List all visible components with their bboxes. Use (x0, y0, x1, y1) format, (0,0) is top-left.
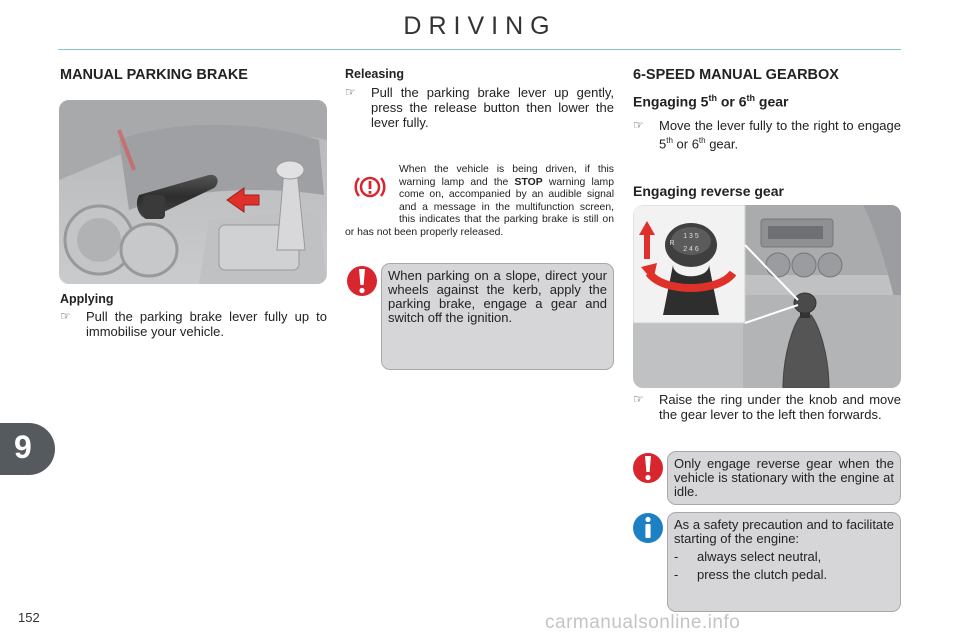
page-title: DRIVING (403, 12, 557, 40)
brake-warning-note: When the vehicle is being driven, if thi… (345, 164, 614, 238)
releasing-text: Pull the parking brake lever up gently, … (371, 85, 614, 130)
applying-text: Pull the parking brake lever fully up to… (86, 309, 327, 339)
parking-brake-photo (59, 100, 327, 284)
parking-brake-heading: MANUAL PARKING BRAKE (60, 67, 248, 83)
applying-heading: Applying (60, 292, 114, 306)
pointing-hand-icon: ☞ (633, 392, 644, 406)
chapter-number: 9 (14, 429, 32, 465)
reverse-instruction: ☞ Raise the ring under the knob and move… (633, 392, 901, 422)
knob-bottom-digits: 2 4 6 (683, 246, 699, 253)
pointing-hand-icon: ☞ (60, 309, 71, 323)
reverse-gear-heading: Engaging reverse gear (633, 183, 784, 199)
pointing-hand-icon: ☞ (345, 85, 356, 99)
exclamation-warning-icon (633, 453, 663, 483)
list-item: -press the clutch pedal. (674, 567, 828, 582)
exclamation-warning-icon (347, 266, 377, 296)
safety-list: -always select neutral, -press the clutc… (674, 550, 894, 582)
page-number: 152 (18, 610, 40, 625)
releasing-instruction: ☞ Pull the parking brake lever up gently… (345, 85, 614, 130)
gear-lever-photo: 1 3 5 2 4 6 R (633, 205, 901, 388)
watermark: carmanualsonline.info (545, 612, 741, 633)
engaging-5-6-instruction: ☞ Move the lever fully to the right to e… (633, 118, 901, 152)
info-icon (633, 513, 663, 543)
parking-brake-illustration (59, 100, 327, 284)
pointing-hand-icon: ☞ (633, 118, 644, 132)
knob-reverse-letter: R (669, 240, 674, 247)
reverse-gear-warning: Only engage reverse gear when the vehicl… (667, 451, 901, 505)
knob-top-digits: 1 3 5 (683, 233, 699, 240)
list-item: -always select neutral, (674, 549, 822, 564)
brake-warning-lamp-icon (354, 176, 386, 198)
reverse-text: Raise the ring under the knob and move t… (659, 392, 901, 422)
header-rule (58, 49, 901, 50)
gearbox-heading: 6-SPEED MANUAL GEARBOX (633, 67, 839, 83)
releasing-heading: Releasing (345, 67, 405, 81)
applying-instruction: ☞ Pull the parking brake lever fully up … (60, 309, 327, 339)
engaging-5-6-heading: Engaging 5th or 6th gear (633, 93, 789, 110)
slope-parking-note: When parking on a slope, direct your whe… (381, 263, 614, 370)
safety-precaution-note: As a safety precaution and to facilitate… (667, 512, 901, 612)
gear-lever-illustration: 1 3 5 2 4 6 R (633, 205, 901, 388)
stop-label: STOP (514, 176, 543, 188)
chapter-tab: 9 (0, 423, 55, 475)
